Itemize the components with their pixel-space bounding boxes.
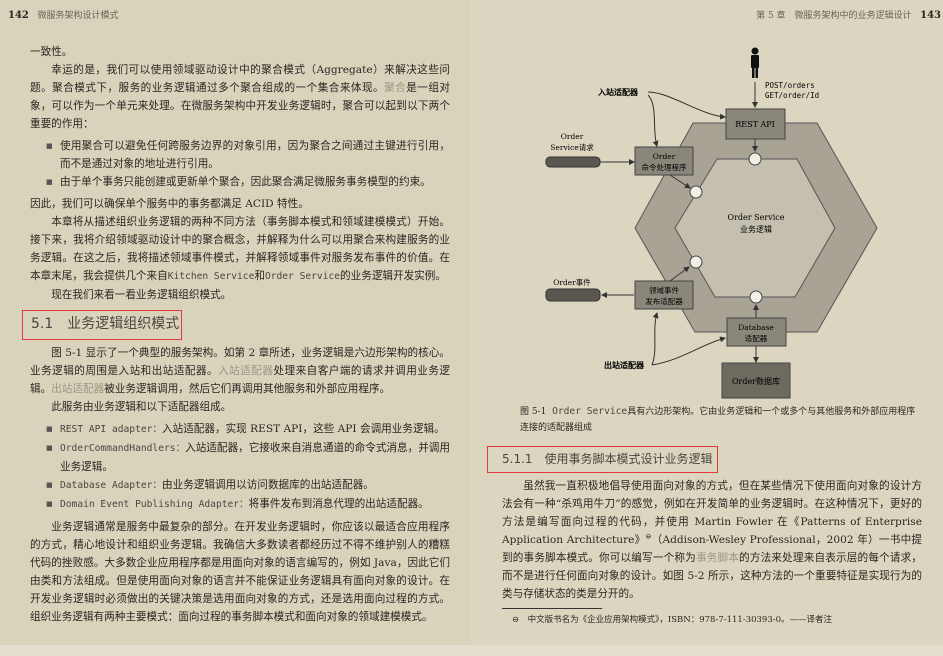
paragraph: 业务逻辑通常是服务中最复杂的部分。在开发业务逻辑时，你应该以最适合应用程序的方式…: [30, 521, 450, 623]
core-label: 业务逻辑: [740, 224, 772, 234]
command-handler-label: Order: [653, 152, 676, 161]
code-term: REST API adapter：: [60, 424, 163, 435]
footnote-marker: ⊖: [645, 532, 652, 541]
text: 是一组对象，可以作为一个单元来处理。在微服务架构中开发业务逻辑时，聚合可以起到以…: [30, 82, 451, 130]
request-line: GET/order/Id: [765, 91, 819, 100]
command-channel-label: Service请求: [550, 142, 594, 152]
running-header: 142 微服务架构设计模式: [8, 8, 118, 21]
paragraph: 此服务由业务逻辑和以下适配器组成。: [51, 401, 232, 413]
caption-text: 具有六边形架构。它由业务逻辑和一个或多个与其他服务和外部应用程序连接的适配器组成: [520, 407, 916, 433]
person-icon: [751, 47, 759, 78]
text: 和: [254, 270, 265, 282]
event-channel-pipe: [545, 288, 601, 302]
page-bottom-edge: [0, 645, 943, 656]
code-term: OrderCommandHandlers：: [60, 443, 186, 454]
code-term: Domain Event Publishing Adapter：: [60, 499, 249, 510]
db-adapter-label: 适配器: [745, 333, 768, 343]
footnote: ⊖ 中文版书名为《企业应用架构模式》，ISBN：978-7-111-30393-…: [512, 615, 833, 625]
port-circle: [748, 152, 762, 166]
left-page: 142 微服务架构设计模式 一致性。 幸运的是，我们可以使用领域驱动设计中的聚合…: [0, 0, 470, 645]
command-channel-label: Order: [561, 132, 584, 141]
inner-hexagon: [674, 158, 836, 298]
text: 幸运的是，我们可以使用领域驱动设计中的聚合模式（Aggregate）来解决这些问…: [30, 64, 450, 94]
paragraph: 幸运的是，我们可以使用领域驱动设计中的聚合模式（Aggregate）来解决这些问…: [30, 61, 450, 133]
hexagonal-architecture-diagram: Order Service 业务逻辑 POST/orders GET/order…: [545, 47, 878, 399]
command-channel-pipe: [545, 156, 601, 168]
rest-api-label: REST API: [735, 120, 775, 129]
text: 本章将从描述组织业务逻辑的两种不同方法（事务脚本模式和领域建模模式）开始。接下来…: [30, 216, 450, 282]
paragraph: 因此，我们可以确保单个服务中的事务都满足 ACID 特性。: [30, 198, 309, 210]
paragraph: 本章将从描述组织业务逻辑的两种不同方法（事务脚本模式和领域建模模式）开始。接下来…: [30, 213, 450, 286]
text: 将事件发布到消息代理的出站适配器。: [248, 498, 429, 510]
event-adapter-label: 领域事件: [649, 285, 679, 295]
db-adapter-label: Database: [738, 323, 774, 332]
event-channel-label: Order事件: [553, 277, 591, 287]
rest-api-box: [725, 108, 786, 140]
adapter-list: REST API adapter：入站适配器，实现 REST API，这些 AP…: [30, 420, 450, 514]
paragraph: 现在我们来看一看业务逻辑组织模式。: [51, 289, 232, 301]
text: 图 5-1 显示了一个典型的服务架构。如第 2 章所述，业务逻辑是六边形架构的核…: [30, 347, 450, 377]
code-term: Kitchen Service: [167, 271, 255, 282]
text: 被业务逻辑调用，然后它们再调用其他服务和外部应用程序。: [104, 383, 391, 395]
list-item: OrderCommandHandlers：入站适配器，它接收来自消息通道的命令式…: [46, 439, 450, 476]
command-handler-box: [634, 146, 694, 176]
core-label: Order Service: [728, 213, 785, 222]
page-number: 143: [920, 10, 941, 21]
section-heading: 5.1 业务逻辑组织模式: [22, 310, 182, 340]
list-item: REST API adapter：入站适配器，实现 REST API，这些 AP…: [46, 420, 450, 439]
section-heading-wrap: 5.1 业务逻辑组织模式: [22, 310, 450, 340]
event-adapter-label: 发布适配器: [645, 296, 683, 306]
text: 的业务逻辑开发实例。: [340, 270, 446, 282]
highlight-term: 出站适配器: [51, 383, 105, 395]
footnote-divider: [502, 608, 602, 609]
request-line: POST/orders: [765, 81, 815, 90]
list-item: Domain Event Publishing Adapter：将事件发布到消息…: [46, 495, 450, 514]
text: 虽然我一直积极地倡导使用面向对象的方式，但在某些情况下使用面向对象的设计方法会有…: [502, 480, 922, 546]
inbound-adapter-label: 入站适配器: [597, 87, 639, 97]
code-term: Order Service: [552, 406, 628, 417]
figure-caption: 图 5-1 Order Service具有六边形架构。它由业务逻辑和一个或多个与…: [520, 404, 922, 436]
text: 入站适配器，实现 REST API，这些 API 会调用业务逻辑。: [162, 423, 445, 435]
text: （Addison-Wesley Professional，2002 年）一书中提…: [502, 534, 922, 564]
event-adapter-box: [634, 280, 694, 310]
page-number: 142: [8, 10, 29, 21]
list-item: Database Adapter：由业务逻辑调用以访问数据库的出站适配器。: [46, 476, 450, 495]
code-term: Order Service: [264, 271, 341, 282]
running-head: 第 5 章 微服务架构中的业务逻辑设计: [756, 11, 912, 21]
text: 处理来自客户端的请求并调用业务逻辑。: [30, 365, 451, 395]
text: 入站适配器，它接收来自消息通道的命令式消息，并调用业务逻辑。: [60, 442, 450, 473]
port-circle: [749, 290, 763, 304]
subsection-heading: 5.1.1 使用事务脚本模式设计业务逻辑: [487, 446, 718, 473]
port-circle: [689, 185, 703, 199]
running-header: 第 5 章 微服务架构中的业务逻辑设计 143: [756, 8, 941, 21]
database-label: Order数据库: [732, 376, 780, 386]
command-handler-label: 命令处理程序: [642, 162, 687, 172]
running-head: 微服务架构设计模式: [37, 11, 119, 21]
paragraph: 图 5-1 显示了一个典型的服务架构。如第 2 章所述，业务逻辑是六边形架构的核…: [30, 344, 450, 398]
subsection-heading-wrap: 5.1.1 使用事务脚本模式设计业务逻辑: [487, 446, 922, 473]
code-term: Database Adapter：: [60, 480, 163, 491]
list-item: 由于单个事务只能创建或更新单个聚合，因此聚合满足微服务事务模型的约束。: [46, 173, 450, 191]
highlight-term: 入站适配器: [218, 365, 274, 377]
highlight-term: 事务脚本: [695, 552, 740, 564]
text: 由业务逻辑调用以访问数据库的出站适配器。: [162, 479, 374, 491]
paragraph: 一致性。: [30, 46, 73, 58]
port-circle: [689, 255, 703, 269]
outbound-adapter-label: 出站适配器: [604, 360, 645, 370]
list-item: 使用聚合可以避免任何跨服务边界的对象引用，因为聚合之间通过主键进行引用，而不是通…: [46, 137, 450, 173]
bullet-list: 使用聚合可以避免任何跨服务边界的对象引用，因为聚合之间通过主键进行引用，而不是通…: [30, 137, 450, 191]
body-text-right: 图 5-1 Order Service具有六边形架构。它由业务逻辑和一个或多个与…: [487, 404, 922, 627]
caption-label: 图 5-1: [520, 407, 547, 417]
database-box: [721, 362, 791, 399]
text: 的方法来处理来自表示层的每个请求，而不是进行任何面向对象的设计。如图 5-2 所…: [502, 552, 923, 600]
body-text-left: 一致性。 幸运的是，我们可以使用领域驱动设计中的聚合模式（Aggregate）来…: [22, 43, 450, 626]
paragraph: 虽然我一直积极地倡导使用面向对象的方式，但在某些情况下使用面向对象的设计方法会有…: [502, 477, 922, 603]
highlight-term: 聚合: [384, 82, 407, 94]
